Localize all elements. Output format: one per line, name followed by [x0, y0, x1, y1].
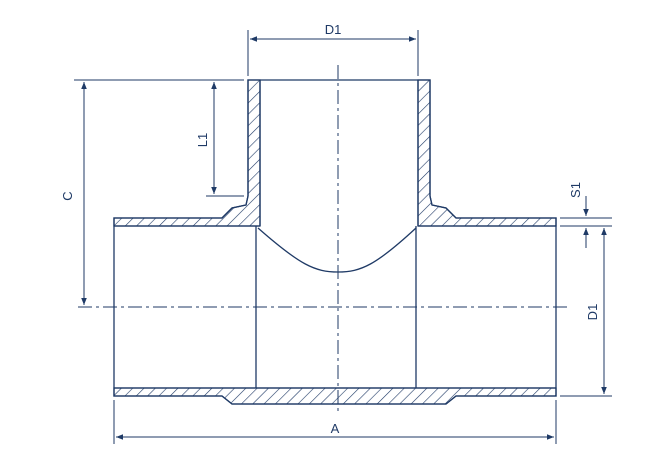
label-c: C — [60, 191, 75, 200]
centerlines — [78, 65, 570, 412]
dimension-lines — [81, 36, 607, 440]
label-s1: S1 — [568, 182, 583, 198]
label-a: A — [331, 421, 340, 436]
extension-lines — [74, 30, 612, 444]
tee-outline — [113, 79, 557, 405]
label-d1-top: D1 — [325, 22, 342, 37]
label-d1-right: D1 — [585, 304, 600, 321]
label-l1: L1 — [195, 133, 210, 147]
tee-wall-sections — [113, 79, 557, 405]
